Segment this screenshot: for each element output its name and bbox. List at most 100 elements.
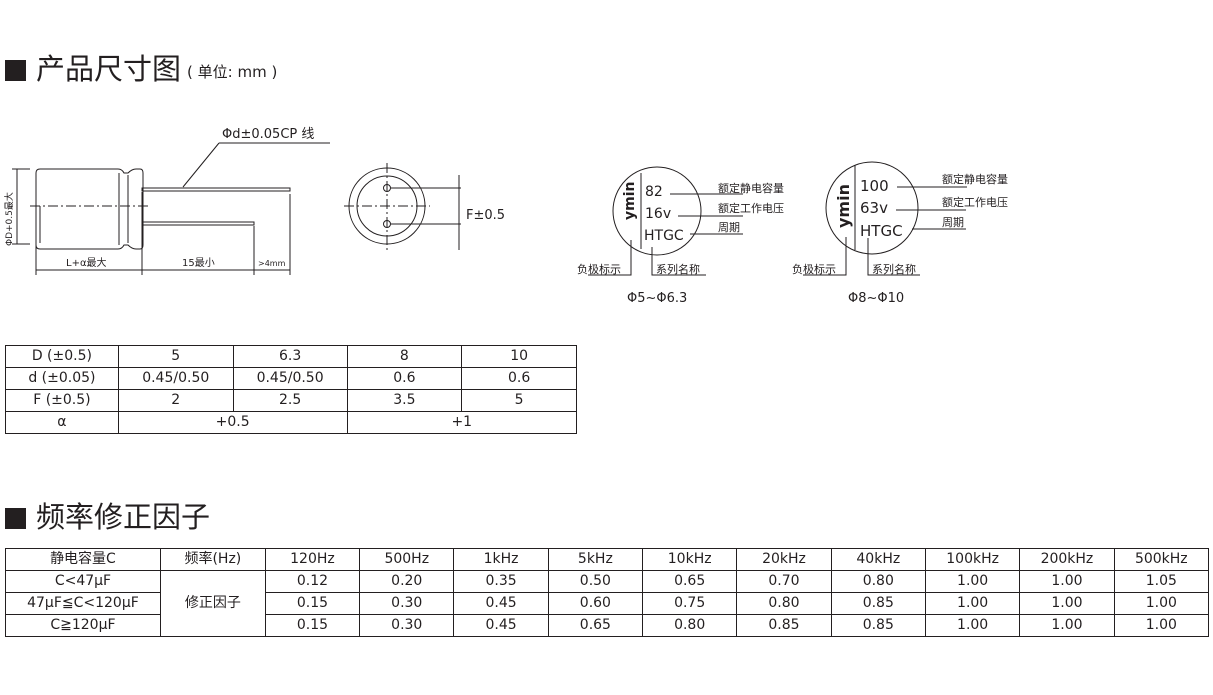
factor-value: 0.35 xyxy=(453,570,549,593)
series-value: HTGC xyxy=(644,228,684,244)
diameter-label: ΦD+0.5最大 xyxy=(3,192,15,246)
voltage-value: 16v xyxy=(645,206,671,222)
label-rated-capacitance: 额定静电容量 xyxy=(942,172,1008,186)
factor-value: 0.85 xyxy=(830,614,926,637)
capacitance-range: C<47μF xyxy=(5,570,161,593)
factor-value: 1.00 xyxy=(1113,614,1210,637)
size-label: Φ5~Φ6.3 xyxy=(627,291,687,306)
dimension-drawing: Φd±0.05CP 线 ΦD+0.5最大 L+α最大 15最小 >4mm F±0… xyxy=(3,127,1008,306)
section-heading-frequency: 频率修正因子 xyxy=(5,500,210,534)
section-heading-dimensions: 产品尺寸图 ( 单位: mm ) xyxy=(5,52,277,86)
section-title: 产品尺寸图 xyxy=(36,52,182,86)
row-header: D (±0.5) xyxy=(5,345,119,368)
series-value: HTGC xyxy=(860,222,903,240)
factor-value: 0.60 xyxy=(547,592,644,615)
label-series-name: 系列名称 xyxy=(872,262,916,276)
factor-value: 0.65 xyxy=(547,614,644,637)
capacitance-value: 82 xyxy=(645,184,663,200)
lead-label: Φd±0.05CP 线 xyxy=(222,127,314,142)
table-cell: 2 xyxy=(117,389,234,412)
length-label: L+α最大 xyxy=(66,256,107,269)
factor-value: 0.45 xyxy=(453,614,549,637)
label-rated-voltage: 额定工作电压 xyxy=(942,195,1008,209)
column-header: 静电容量C xyxy=(5,548,161,571)
factor-value: 1.00 xyxy=(1019,570,1115,593)
column-header: 500Hz xyxy=(359,548,455,571)
marking-diagram-small: ymin 82 16v HTGC 额定静电容量 额定工作电压 周期 负极标示 系… xyxy=(577,166,784,306)
unit-note: ( 单位: mm ) xyxy=(187,63,278,81)
row-header: F (±0.5) xyxy=(5,389,119,412)
factor-value: 1.00 xyxy=(1019,614,1115,637)
table-cell: +0.5 xyxy=(117,411,348,434)
factor-value: 1.00 xyxy=(1113,592,1210,615)
lead-long xyxy=(141,187,291,192)
table-cell: 10 xyxy=(461,345,577,368)
capacitance-range: 47μF≦C<120μF xyxy=(5,592,161,615)
factor-value: 0.75 xyxy=(642,592,738,615)
factor-value: 1.00 xyxy=(924,592,1021,615)
label-rated-voltage: 额定工作电压 xyxy=(718,201,784,215)
factor-value: 0.65 xyxy=(642,570,738,593)
factor-label: 修正因子 xyxy=(159,570,266,637)
label-negative: 负极标示 xyxy=(577,262,621,276)
label-negative: 负极标示 xyxy=(792,262,836,276)
table-cell: 6.3 xyxy=(232,345,348,368)
lead-min-label: 15最小 xyxy=(182,257,215,269)
column-header: 5kHz xyxy=(547,548,644,571)
factor-value: 0.70 xyxy=(736,570,832,593)
table-cell: 0.6 xyxy=(461,367,577,390)
factor-value: 0.85 xyxy=(736,614,832,637)
factor-value: 0.15 xyxy=(264,592,361,615)
spacing-label: F±0.5 xyxy=(466,208,505,223)
column-header: 20kHz xyxy=(736,548,832,571)
label-series-name: 系列名称 xyxy=(656,262,700,276)
capacitor-body xyxy=(35,168,144,250)
factor-value: 1.00 xyxy=(924,570,1021,593)
table-cell: 5 xyxy=(461,389,577,412)
lead-short xyxy=(141,221,255,226)
row-header: α xyxy=(5,411,119,434)
column-header: 1kHz xyxy=(453,548,549,571)
factor-value: 1.00 xyxy=(1019,592,1115,615)
capacitance-value: 100 xyxy=(860,177,889,195)
factor-value: 0.45 xyxy=(453,592,549,615)
factor-value: 1.00 xyxy=(924,614,1021,637)
column-header: 120Hz xyxy=(264,548,361,571)
factor-value: 0.30 xyxy=(359,614,455,637)
table-cell: 0.45/0.50 xyxy=(232,367,348,390)
factor-value: 0.80 xyxy=(642,614,738,637)
label-rated-capacitance: 额定静电容量 xyxy=(718,181,784,195)
capacitance-range: C≧120μF xyxy=(5,614,161,637)
table-row-alpha: α+0.5+1 xyxy=(5,411,578,434)
table-cell: 3.5 xyxy=(346,389,463,412)
factor-value: 0.30 xyxy=(359,592,455,615)
factor-value: 0.80 xyxy=(736,592,832,615)
factor-value: 0.20 xyxy=(359,570,455,593)
column-header: 200kHz xyxy=(1019,548,1115,571)
marking-diagram-large: ymin 100 63v HTGC 额定静电容量 额定工作电压 周期 负极标示 … xyxy=(792,161,1008,306)
label-period: 周期 xyxy=(718,221,740,234)
column-header: 100kHz xyxy=(924,548,1021,571)
bullet-square-icon xyxy=(5,508,26,529)
column-header: 500kHz xyxy=(1113,548,1210,571)
factor-value: 0.50 xyxy=(547,570,644,593)
row-header: d (±0.05) xyxy=(5,367,119,390)
section-title: 频率修正因子 xyxy=(36,500,211,534)
logo: ymin xyxy=(834,184,853,228)
factor-value: 1.05 xyxy=(1113,570,1210,593)
factor-value: 0.80 xyxy=(830,570,926,593)
table-cell: 0.45/0.50 xyxy=(117,367,234,390)
column-header: 10kHz xyxy=(642,548,738,571)
factor-value: 0.12 xyxy=(264,570,361,593)
factor-value: 0.85 xyxy=(830,592,926,615)
table-cell: 2.5 xyxy=(232,389,348,412)
factor-value: 0.15 xyxy=(264,614,361,637)
